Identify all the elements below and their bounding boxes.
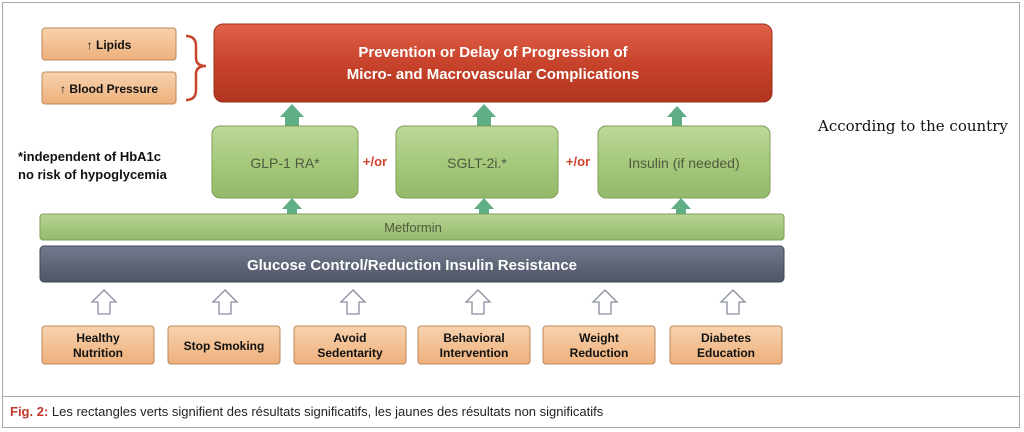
treatment-label-insulin: Insulin (if needed) — [628, 155, 739, 171]
hollow-arrow-up-icon — [339, 289, 367, 315]
country-note: According to the country — [818, 117, 1008, 135]
side-box-blood-pressure-label: ↑ Blood Pressure — [60, 82, 158, 96]
side-box-lipids: ↑ Lipids — [41, 27, 177, 61]
metformin-bar: Metformin — [39, 213, 785, 241]
outcome-line-1: Prevention or Delay of Progression of — [358, 44, 628, 61]
lifestyle-label-line-2: Intervention — [440, 346, 509, 360]
diagram: Prevention or Delay of Progression of Mi… — [18, 23, 785, 365]
glucose-control-label: Glucose Control/Reduction Insulin Resist… — [247, 257, 577, 274]
hollow-arrow-up-icon — [719, 289, 747, 315]
curly-bracket — [185, 34, 207, 102]
outcome-box: Prevention or Delay of Progression of Mi… — [213, 23, 773, 103]
lifestyle-label-line-2: Nutrition — [73, 346, 123, 360]
caption-divider — [2, 396, 1020, 397]
connector-and-or-2: +/or — [566, 154, 590, 169]
outcome-line-2: Micro- and Macrovascular Complications — [347, 66, 640, 83]
side-box-blood-pressure: ↑ Blood Pressure — [41, 71, 177, 105]
glucose-control-bar: Glucose Control/Reduction Insulin Resist… — [39, 245, 785, 283]
hollow-arrow-up-icon — [211, 289, 239, 315]
lifestyle-box-stop-smoking: Stop Smoking — [167, 325, 281, 365]
metformin-label: Metformin — [384, 220, 442, 235]
treatment-box-insulin: Insulin (if needed) — [597, 125, 771, 199]
hollow-arrow-up-icon — [90, 289, 118, 315]
lifestyle-box-avoid-sedentarity: Avoid Sedentarity — [293, 325, 407, 365]
lifestyle-box-behavioral-intervention: Behavioral Intervention — [417, 325, 531, 365]
figure-caption: Fig. 2: Les rectangles verts signifient … — [10, 404, 603, 419]
lifestyle-label-line-2: Education — [697, 346, 755, 360]
lifestyle-label-line-1: Behavioral — [443, 331, 504, 345]
lifestyle-label-line-2: Sedentarity — [317, 346, 383, 360]
lifestyle-label-line-1: Healthy — [76, 331, 120, 345]
caption-lead: Fig. 2: — [10, 404, 49, 419]
lifestyle-box-weight-reduction: Weight Reduction — [542, 325, 656, 365]
side-box-lipids-label: ↑ Lipids — [87, 38, 132, 52]
treatment-label-sglt2: SGLT-2i.* — [447, 155, 507, 171]
note-line-2: no risk of hypoglycemia — [18, 167, 168, 182]
treatment-label-glp1: GLP-1 RA* — [250, 155, 320, 171]
arrow-up-icon — [667, 106, 687, 130]
hollow-arrow-up-icon — [591, 289, 619, 315]
lifestyle-label-line-1: Weight — [579, 331, 619, 345]
lifestyle-label-line-2: Reduction — [570, 346, 629, 360]
caption-text: Les rectangles verts signifient des résu… — [51, 404, 604, 419]
lifestyle-label-line-1: Stop Smoking — [184, 339, 265, 353]
connector-and-or-1: +/or — [363, 154, 387, 169]
treatment-box-sglt2: SGLT-2i.* — [395, 125, 559, 199]
lifestyle-box-diabetes-education: Diabetes Education — [669, 325, 783, 365]
lifestyle-label-line-1: Diabetes — [701, 331, 751, 345]
treatment-box-glp1: GLP-1 RA* — [211, 125, 359, 199]
lifestyle-box-healthy-nutrition: Healthy Nutrition — [41, 325, 155, 365]
hollow-arrow-up-icon — [464, 289, 492, 315]
lifestyle-label-line-1: Avoid — [334, 331, 367, 345]
note-line-1: *independent of HbA1c — [18, 149, 161, 164]
